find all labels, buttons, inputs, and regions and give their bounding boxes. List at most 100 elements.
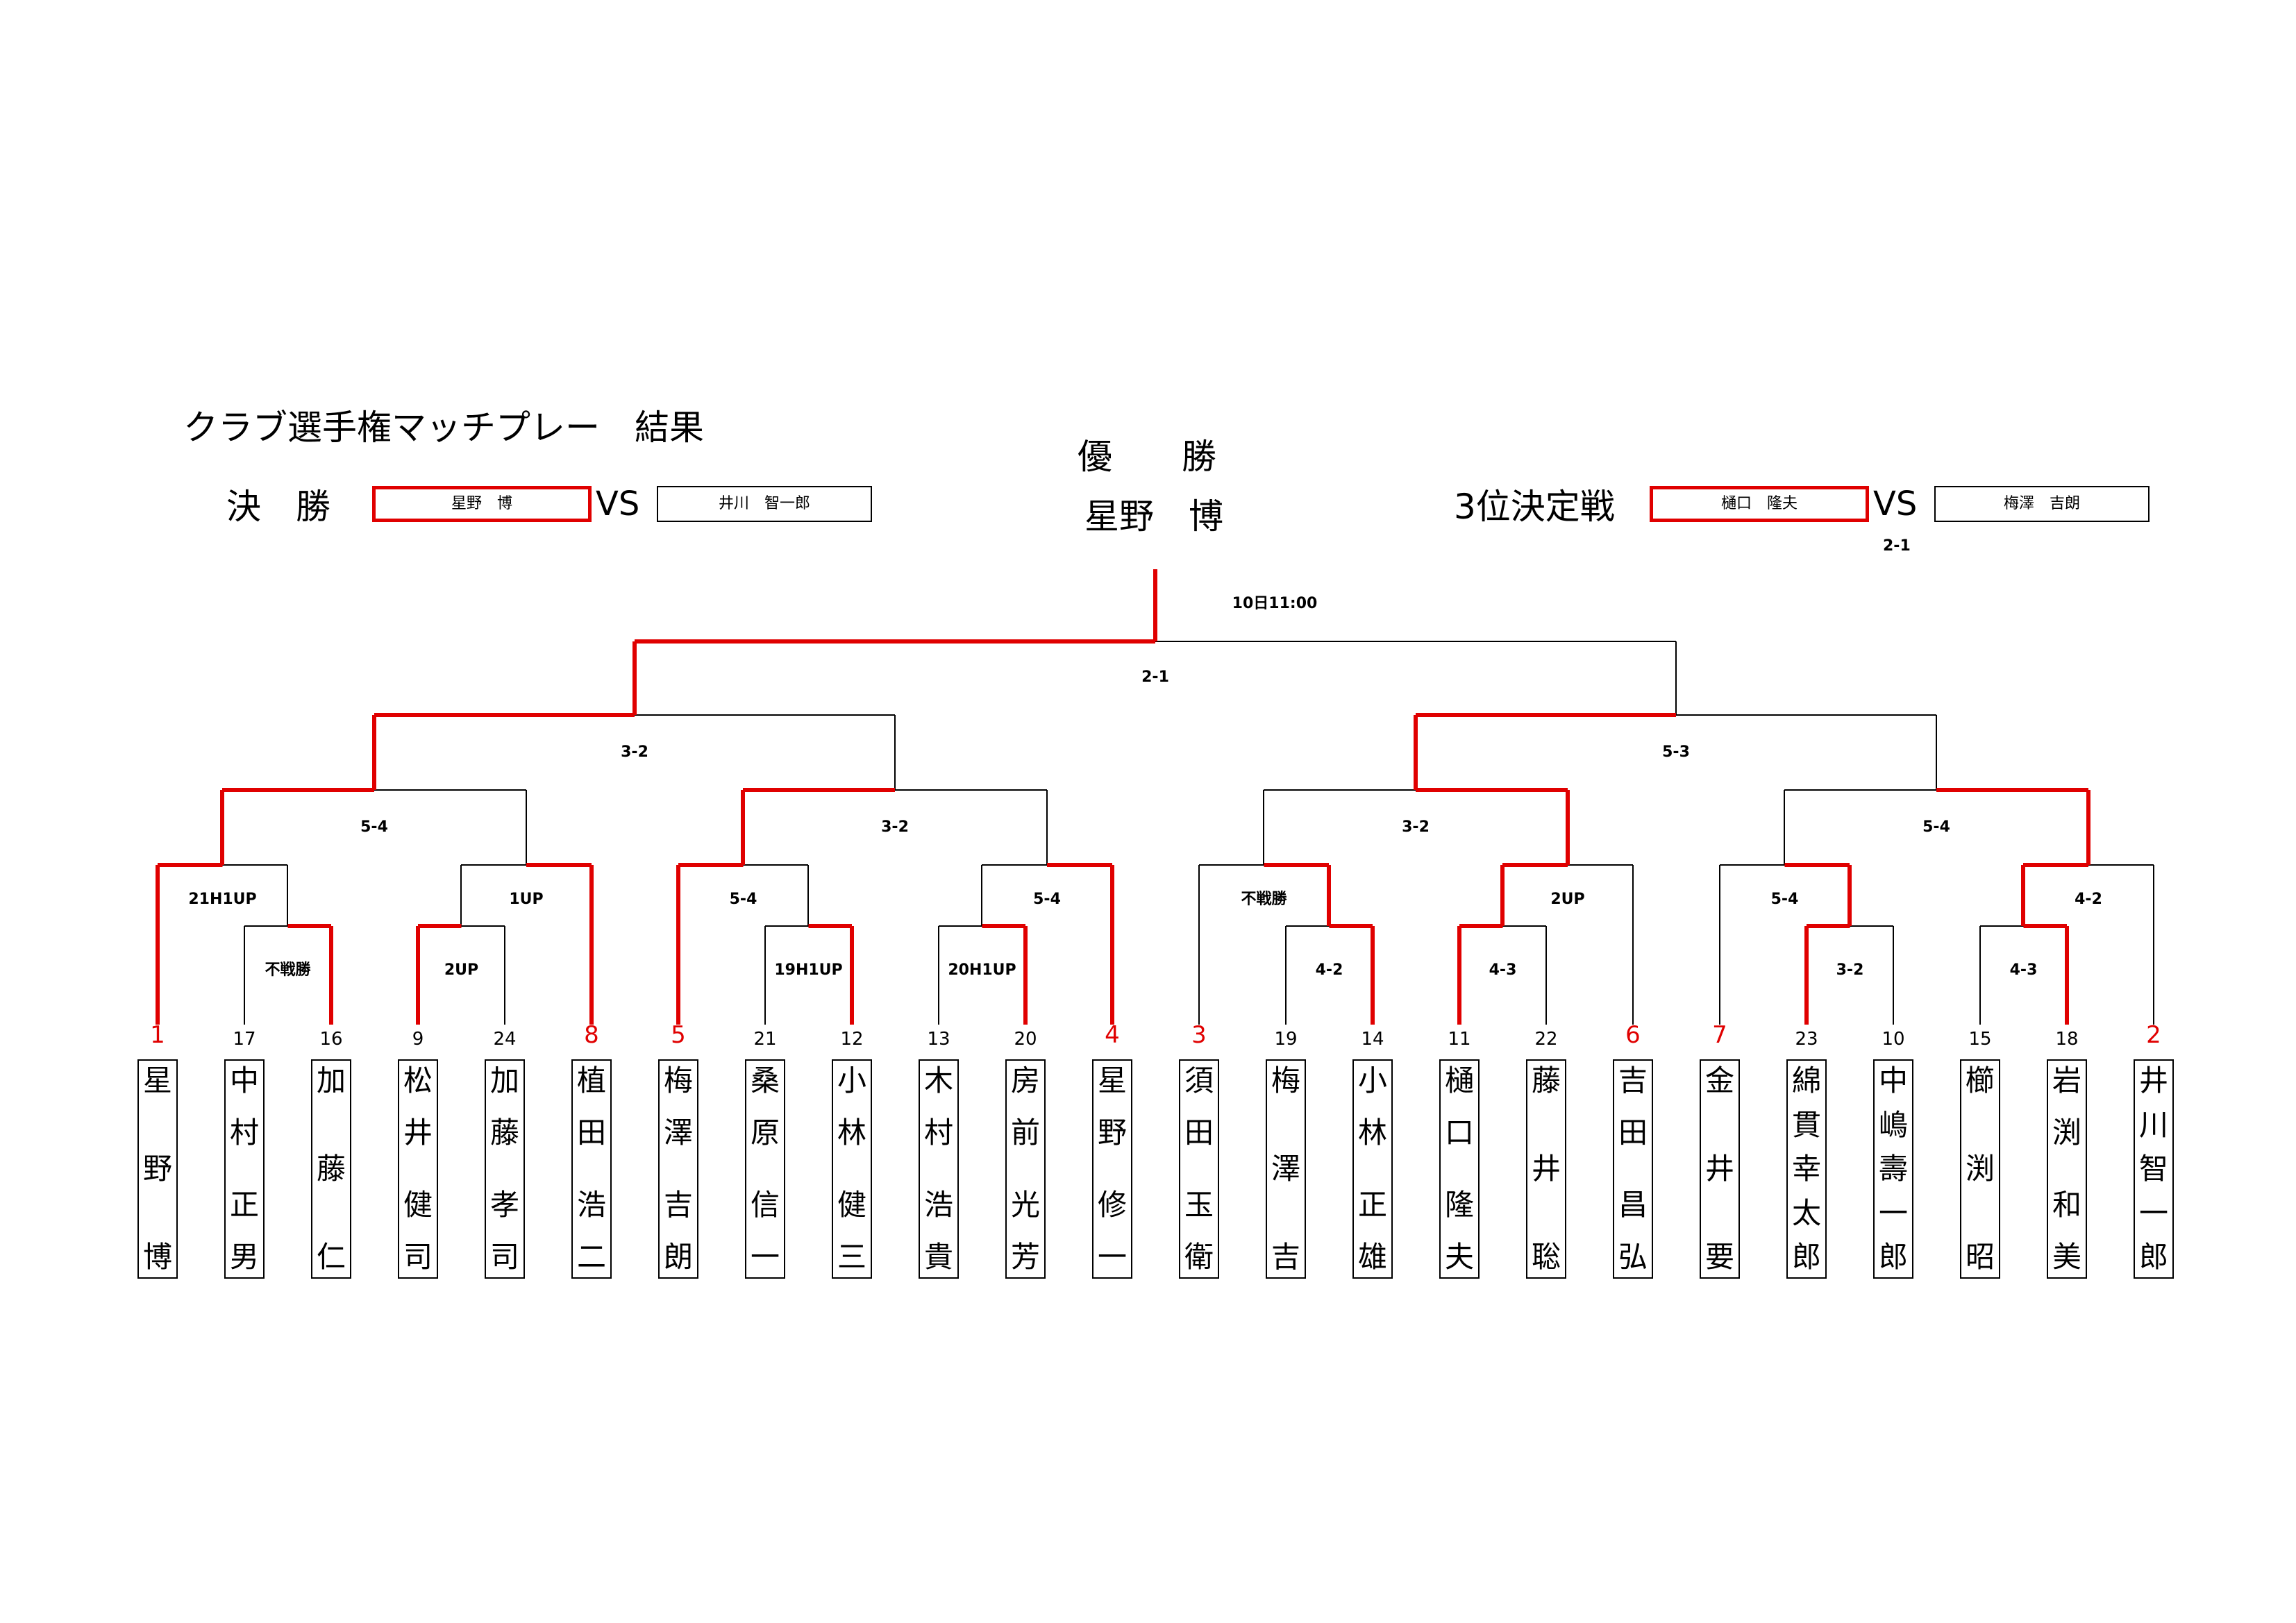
seed-number: 19 (1274, 1029, 1298, 1050)
match-score-label: 2UP (1550, 891, 1584, 908)
seed-number: 22 (1534, 1029, 1558, 1050)
player-name-char: 聡 (1531, 1240, 1561, 1274)
player-name-char: 井 (1531, 1152, 1561, 1186)
seed-number: 9 (412, 1029, 424, 1050)
player-name-char: 太 (1791, 1195, 1821, 1230)
player-name-box: 井川智一郎 (2134, 1059, 2174, 1279)
match-score-label: 3-2 (1402, 818, 1430, 836)
player-name-char: 藤 (1531, 1063, 1561, 1098)
match-score-label: 4-3 (2010, 961, 2038, 979)
player-name-char: 田 (576, 1116, 606, 1150)
player-name-char: 夫 (1444, 1240, 1474, 1274)
player-name-char: 嶋 (1878, 1107, 1908, 1142)
player-name-box: 金井要 (1700, 1059, 1740, 1279)
seed-number: 10 (1882, 1029, 1905, 1050)
player-name-char: 加 (316, 1063, 346, 1098)
player-name-char: 原 (750, 1116, 780, 1150)
seed-number: 6 (1625, 1021, 1641, 1049)
match-score-label: 5-4 (730, 891, 757, 908)
player-name-char: 智 (2138, 1152, 2168, 1186)
third-place-label: 3位決定戦 (1454, 487, 1615, 527)
player-name-char: 松 (403, 1063, 433, 1098)
player-name-char: 小 (837, 1063, 866, 1098)
player-name-char: 中 (229, 1063, 259, 1098)
match-score-label: 4-2 (1316, 961, 1343, 979)
player-name-char: 樋 (1444, 1063, 1474, 1098)
player-name-box: 中嶋壽一郎 (1873, 1059, 1913, 1279)
player-name-char: 昭 (1965, 1240, 1995, 1274)
third-place-winner-box: 樋口 隆夫 (1650, 486, 1869, 522)
player-name-char: 藤 (489, 1116, 519, 1150)
player-name-char: 一 (2138, 1195, 2168, 1230)
seed-number: 16 (319, 1029, 343, 1050)
player-name-char: 美 (2052, 1240, 2081, 1274)
player-name-char: 村 (229, 1116, 259, 1150)
player-name-char: 林 (1357, 1116, 1387, 1150)
player-name-box: 植田浩二 (571, 1059, 612, 1279)
player-name-char: 桑 (750, 1063, 780, 1098)
player-name-char: 一 (1878, 1195, 1908, 1230)
player-name-char: 郎 (1791, 1240, 1821, 1274)
final-winner-box: 星野 博 (372, 486, 592, 522)
player-name-box: 星野博 (137, 1059, 178, 1279)
player-name-char: 田 (1618, 1116, 1648, 1150)
seed-number: 20 (1014, 1029, 1037, 1050)
seed-number: 18 (2055, 1029, 2079, 1050)
seed-number: 15 (1968, 1029, 1992, 1050)
player-name-char: 雄 (1357, 1240, 1387, 1274)
player-name-char: 星 (142, 1063, 172, 1098)
player-name-char: 木 (923, 1063, 953, 1098)
player-name-char: 三 (837, 1240, 866, 1274)
player-name-char: 星 (1097, 1063, 1127, 1098)
match-score-label: 不戦勝 (265, 961, 311, 979)
player-name-char: 川 (2138, 1107, 2168, 1142)
player-name-char: 吉 (1618, 1063, 1648, 1098)
player-name-char: 野 (1097, 1116, 1127, 1150)
player-name-char: 櫛 (1965, 1063, 1995, 1098)
player-name-char: 一 (1097, 1240, 1127, 1274)
player-name-char: 中 (1878, 1063, 1908, 1098)
third-place-score: 2-1 (1883, 537, 1911, 555)
player-name-box: 櫛渕昭 (1960, 1059, 2000, 1279)
player-name-char: 房 (1010, 1063, 1040, 1098)
player-name-char: 渕 (2052, 1116, 2081, 1150)
player-name-box: 綿貫幸太郎 (1786, 1059, 1827, 1279)
player-name-char: 澤 (1271, 1152, 1300, 1186)
player-name-char: 修 (1097, 1188, 1127, 1222)
final-label: 決 勝 (226, 487, 330, 527)
player-name-char: 光 (1010, 1188, 1040, 1222)
match-score-label: 5-4 (360, 818, 388, 836)
player-name-char: 正 (229, 1188, 259, 1222)
champion-label: 優 勝 (1078, 437, 1216, 477)
player-name-char: 健 (403, 1188, 433, 1222)
match-score-label: 3-2 (881, 818, 909, 836)
player-name-char: 綿 (1791, 1063, 1821, 1098)
match-score-label: 1UP (509, 891, 543, 908)
match-score-label: 2-1 (1141, 668, 1169, 686)
player-name-box: 加藤仁 (311, 1059, 351, 1279)
player-name-char: 田 (1184, 1116, 1214, 1150)
player-name-char: 貫 (1791, 1107, 1821, 1142)
player-name-char: 林 (837, 1116, 866, 1150)
seed-number: 4 (1105, 1021, 1120, 1049)
match-score-label: 2UP (444, 961, 478, 979)
third-place-loser-box: 梅澤 吉朗 (1934, 486, 2150, 522)
player-name-box: 梅澤吉朗 (658, 1059, 698, 1279)
player-name-box: 松井健司 (398, 1059, 438, 1279)
match-score-label: 5-4 (1922, 818, 1950, 836)
match-score-label: 5-4 (1033, 891, 1061, 908)
champion-name: 星野 博 (1084, 496, 1223, 537)
player-name-char: 一 (750, 1240, 780, 1274)
match-score-label: 4-2 (2075, 891, 2102, 908)
seed-number: 13 (927, 1029, 950, 1050)
player-name-box: 中村正男 (224, 1059, 265, 1279)
player-name-char: 郎 (1878, 1240, 1908, 1274)
player-name-char: 藤 (316, 1152, 346, 1186)
seed-number: 14 (1361, 1029, 1384, 1050)
seed-number: 17 (233, 1029, 256, 1050)
player-name-char: 郎 (2138, 1240, 2168, 1274)
match-score-label: 21H1UP (188, 891, 256, 908)
match-score-label: 3-2 (621, 743, 648, 761)
player-name-char: 昌 (1618, 1188, 1648, 1222)
